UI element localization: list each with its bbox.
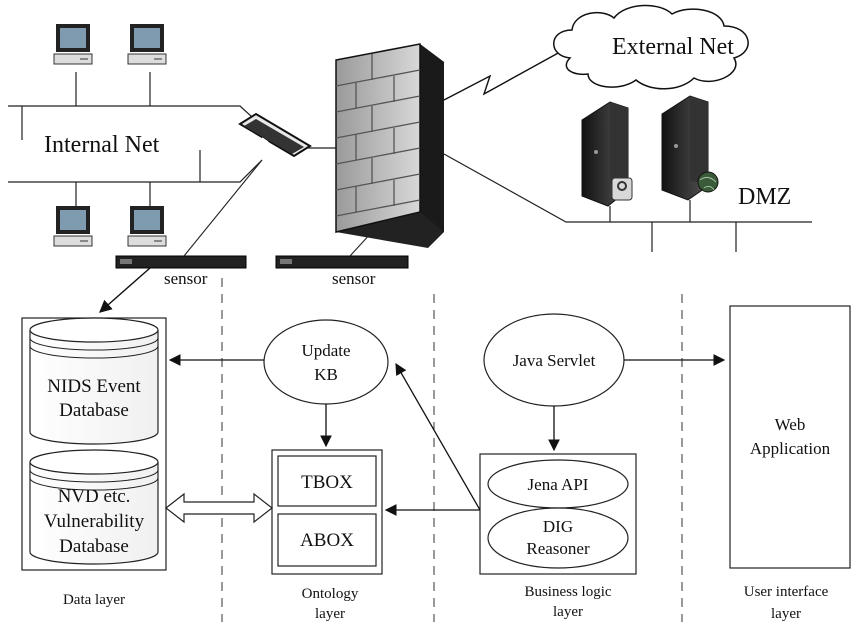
tbox-label: TBOX xyxy=(301,472,353,493)
computer-icon xyxy=(53,24,93,65)
jena-api-label: Jena API xyxy=(528,475,589,494)
wan-link-icon xyxy=(443,51,561,101)
ontology-caption-line1: Ontology xyxy=(302,586,359,602)
nids-label-line2: Database xyxy=(59,400,129,421)
update-kb-ellipse xyxy=(263,319,389,405)
hub-icon xyxy=(238,112,312,158)
cloud-icon: External Net xyxy=(553,4,749,90)
ui-caption-line1: User interface xyxy=(744,584,829,600)
computer-icon xyxy=(127,24,167,65)
bidirectional-hollow-arrow xyxy=(165,492,273,524)
dig-reasoner-line2: Reasoner xyxy=(526,539,590,558)
business-caption-line1: Business logic xyxy=(524,584,611,600)
nvd-label-line2: Vulnerability xyxy=(44,511,145,532)
sensor-device-left: sensor xyxy=(115,255,247,288)
dig-reasoner-line1: DIG xyxy=(543,517,573,536)
computer-icon xyxy=(127,206,167,247)
web-server-icon xyxy=(661,95,719,201)
server-icon xyxy=(581,101,633,207)
computer-icon xyxy=(53,206,93,247)
abox-label: ABOX xyxy=(300,530,354,551)
sensor-right-label: sensor xyxy=(332,269,376,288)
external-net-label: External Net xyxy=(612,34,734,60)
sensor-left-label: sensor xyxy=(164,269,208,288)
nids-database-cylinder: NIDS Event Database xyxy=(29,317,159,445)
web-app-line2: Application xyxy=(750,439,831,458)
ui-caption-line2: layer xyxy=(771,606,801,622)
business-caption-line2: layer xyxy=(553,604,583,620)
internal-bus-top-line xyxy=(8,105,263,127)
internal-bus-bottom-line xyxy=(8,159,263,183)
nvd-label-line3: Database xyxy=(59,536,129,557)
update-kb-line2: KB xyxy=(314,365,338,384)
layer-dividers xyxy=(221,278,683,622)
reasoner-to-update-arrow xyxy=(395,362,481,511)
data-layer-caption: Data layer xyxy=(63,592,125,608)
ontology-caption-line2: layer xyxy=(315,606,345,622)
firewall-icon xyxy=(335,43,444,248)
tbox-box xyxy=(277,455,377,507)
web-application-box xyxy=(729,305,851,569)
internal-network: Internal Net xyxy=(8,72,263,206)
web-app-line1: Web xyxy=(775,415,806,434)
sensor-device-right: sensor xyxy=(275,255,409,288)
update-kb-line1: Update xyxy=(301,341,350,360)
abox-box xyxy=(277,513,377,567)
nids-label-line1: NIDS Event xyxy=(47,376,141,397)
dig-reasoner-ellipse xyxy=(487,507,629,569)
java-servlet-label: Java Servlet xyxy=(513,351,596,370)
nvd-label-line1: NVD etc. xyxy=(58,486,131,507)
dmz-label: DMZ xyxy=(738,184,791,210)
sensor-to-data-arrow xyxy=(99,267,151,313)
nvd-database-cylinder: NVD etc. Vulnerability Database xyxy=(29,449,159,565)
dmz-network: DMZ xyxy=(443,153,812,252)
internal-net-label: Internal Net xyxy=(44,132,160,158)
